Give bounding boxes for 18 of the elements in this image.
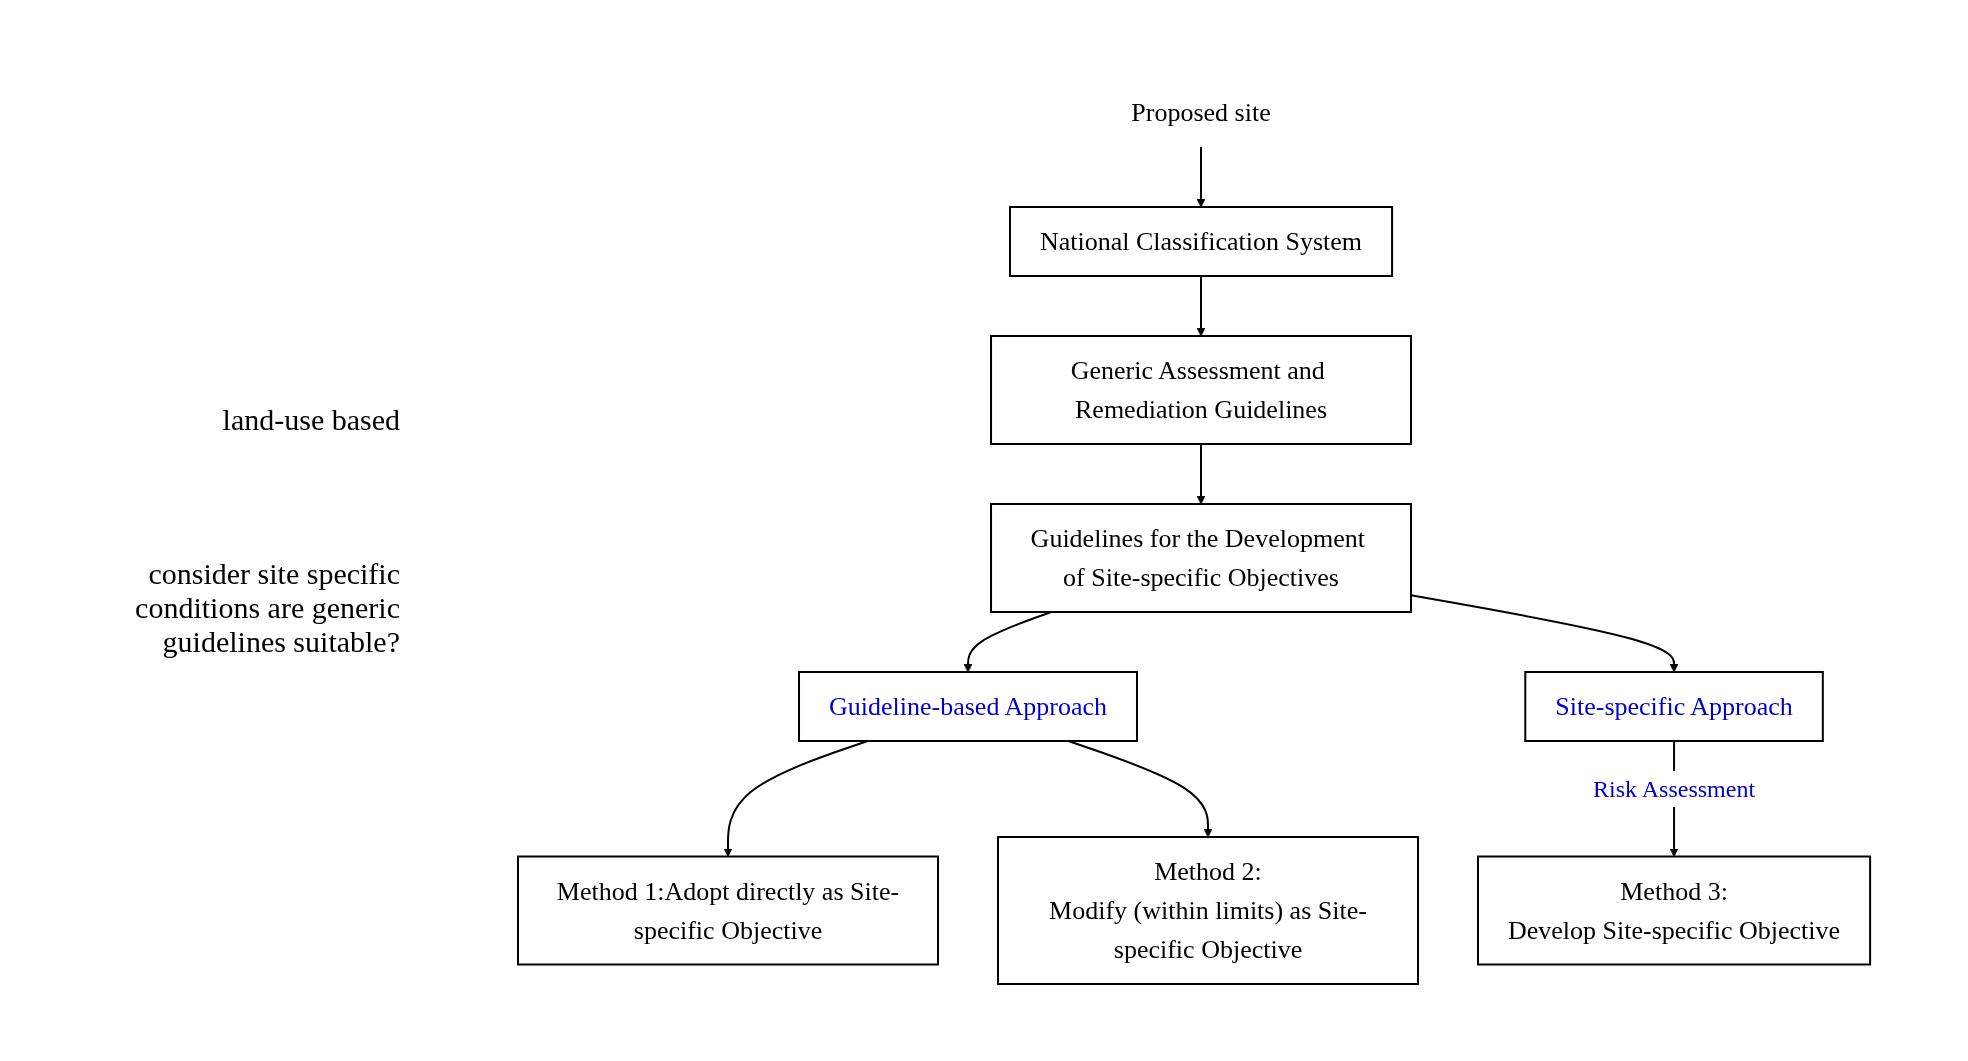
arrow — [1196, 145, 1206, 207]
edge-label: Risk Assessment — [1592, 775, 1756, 802]
arrow — [1067, 739, 1213, 837]
node-box: Guideline-based Approach — [797, 670, 1138, 742]
node-box: Method 1:Adopt directly as Site-specific Objective — [516, 855, 939, 965]
arrow — [723, 739, 869, 857]
arrow — [1196, 274, 1206, 336]
node-box: Site-specific Approach — [1524, 670, 1824, 742]
node-box: Method 3: Develop Site-specific Objective — [1476, 855, 1872, 965]
arrow — [963, 610, 1053, 672]
note-text: land-use based — [221, 402, 400, 437]
node-text: Proposed site — [1131, 97, 1271, 127]
node-box: Generic Assessment and Remediation Guidelines — [989, 334, 1412, 445]
node-box: National Classification System — [1008, 205, 1393, 277]
node-box: Method 2: Modify (within limits) as Site-specific Objective — [996, 835, 1419, 985]
note-text: consider site specific conditions are generic guidelines suitable? — [134, 556, 400, 659]
arrow — [1196, 442, 1206, 504]
node-box: Guidelines for the Development of Site-specific Objectives — [989, 502, 1412, 613]
